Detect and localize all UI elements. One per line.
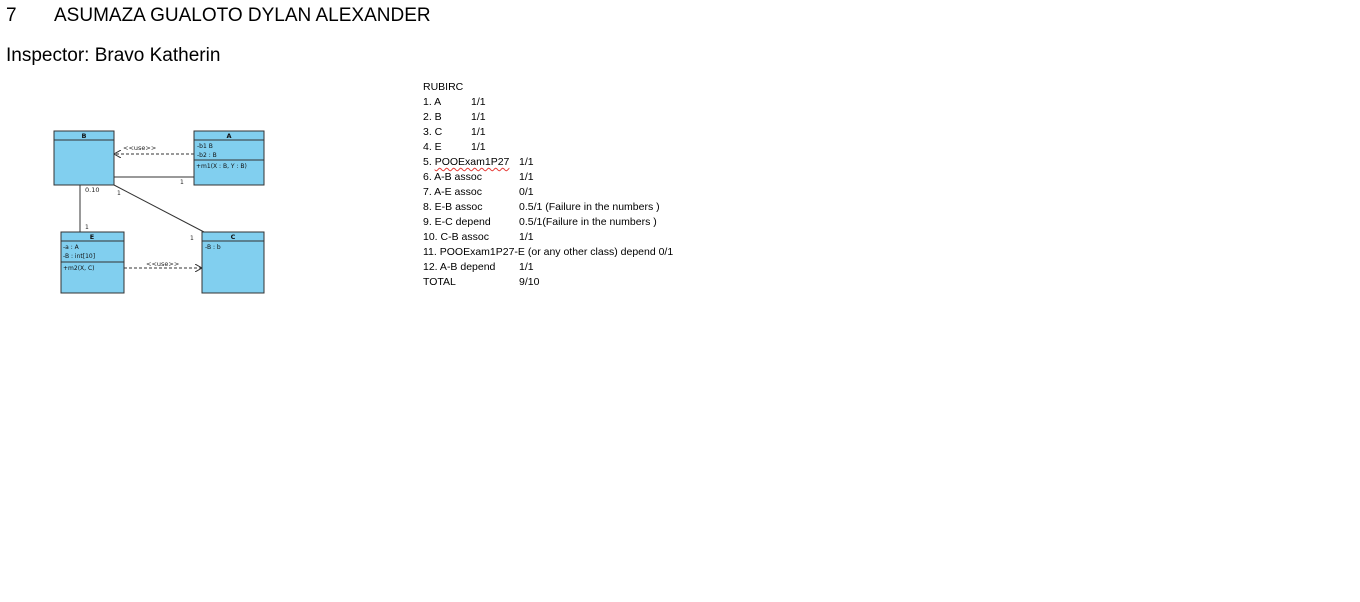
rubric-row: 11. POOExam1P27-E (or any other class) d… <box>423 245 673 260</box>
rubric-row: 2. B 1/1 <box>423 110 486 125</box>
rubric-item-score: 1/1 <box>519 171 534 183</box>
rubric-item-label: 1. A <box>423 96 442 108</box>
class-b-name: B <box>82 132 87 140</box>
rubric-item-score: 1/1 <box>471 111 486 123</box>
rubric-total-label: TOTAL <box>423 276 456 288</box>
class-a-name: A <box>226 132 231 140</box>
use-label-ec: <<use>> <box>146 260 179 268</box>
spellcheck-underlined-word: POOExam1P27 <box>434 156 510 168</box>
class-a-attr-1: -b1 B <box>197 143 213 150</box>
rubric-item-label: 8. E-B assoc <box>423 201 483 213</box>
rubric-item-label: 9. E-C depend <box>423 216 491 228</box>
rubric-row: 8. E-B assoc 0.5/1 (Failure in the numbe… <box>423 200 660 215</box>
class-c-attr-1: -B : b <box>205 244 221 251</box>
rubric-item-label: 5. POOExam1P27 <box>423 155 509 170</box>
rubric-row: 9. E-C depend 0.5/1(Failure in the numbe… <box>423 215 657 230</box>
rubric-item-score: 1/1 <box>519 261 534 273</box>
uml-class-diagram: <<use>> 1 0.10 1 1 1 <<use>> B A -b1 B -… <box>53 130 265 294</box>
rubric-row: 7. A-E assoc 0/1 <box>423 185 534 200</box>
rubric-row: 4. E 1/1 <box>423 140 486 155</box>
rubric-item-label: 3. C <box>423 126 443 138</box>
class-c-name: C <box>231 233 236 241</box>
rubric-row: 3. C 1/1 <box>423 125 486 140</box>
class-a: A -b1 B -b2 : B +m1(X : B, Y : B) <box>193 130 265 186</box>
student-number: 7 <box>6 5 17 26</box>
rubric-item-score: 1/1 <box>471 126 486 138</box>
rubric-item-label: 12. A-B depend <box>423 261 496 273</box>
class-e-name: E <box>90 233 94 241</box>
rubric-row: 6. A-B assoc 1/1 <box>423 170 534 185</box>
multiplicity-a-b: 1 <box>180 179 184 186</box>
rubric-item-label: 2. B <box>423 111 442 123</box>
class-a-attr-2: -b2 : B <box>197 152 217 159</box>
multiplicity-b-c-top: 1 <box>117 190 121 197</box>
rubric-item-score: 1/1 <box>471 96 486 108</box>
multiplicity-b-c-bottom: 1 <box>190 235 194 242</box>
multiplicity-b-e-bottom: 1 <box>85 224 89 231</box>
rubric-item-score: 1/1 <box>519 231 534 243</box>
rubric-row: 1. A 1/1 <box>423 95 486 110</box>
rubric-item-label: 6. A-B assoc <box>423 171 482 183</box>
rubric-item-label: 7. A-E assoc <box>423 186 482 198</box>
rubric-item-score: 0.5/1(Failure in the numbers ) <box>519 216 657 228</box>
rubric-total-row: TOTAL 9/10 <box>423 275 539 290</box>
rubric-item-score: 0/1 <box>519 186 534 198</box>
class-e-method-1: +m2(X, C) <box>63 265 95 272</box>
class-a-method-1: +m1(X : B, Y : B) <box>196 163 247 170</box>
inspector-line: Inspector: Bravo Katherin <box>6 45 221 66</box>
rubric-row: 5. POOExam1P27 1/1 <box>423 155 534 170</box>
rubric: RUBIRC 1. A 1/1 2. B 1/1 3. C 1/1 4. E 1… <box>423 80 673 290</box>
rubric-item-score: 1/1 <box>519 156 534 168</box>
multiplicity-b-e-top: 0.10 <box>85 186 99 194</box>
rubric-row: 12. A-B depend 1/1 <box>423 260 534 275</box>
rubric-row: 10. C-B assoc 1/1 <box>423 230 534 245</box>
rubric-title: RUBIRC <box>423 81 464 93</box>
rubric-item-label: 11. POOExam1P27-E (or any other class) d… <box>423 246 674 258</box>
class-b: B <box>53 130 115 186</box>
association-b-c <box>113 184 205 233</box>
rubric-item-score: 1/1 <box>471 141 486 153</box>
rubric-total-score: 9/10 <box>519 276 540 288</box>
class-e: E -a : A -B : int[10] +m2(X, C) <box>60 231 125 294</box>
class-e-attr-1: -a : A <box>63 244 80 251</box>
student-name: ASUMAZA GUALOTO DYLAN ALEXANDER <box>54 5 431 26</box>
class-e-attr-2: -B : int[10] <box>63 253 95 260</box>
rubric-item-label: 4. E <box>423 141 442 153</box>
rubric-item-score: 0.5/1 (Failure in the numbers ) <box>519 201 660 213</box>
rubric-item-prefix: 5. <box>423 156 435 168</box>
class-c: C -B : b <box>201 231 265 294</box>
rubric-item-label: 10. C-B assoc <box>423 231 489 243</box>
use-label-ab: <<use>> <box>123 144 156 152</box>
